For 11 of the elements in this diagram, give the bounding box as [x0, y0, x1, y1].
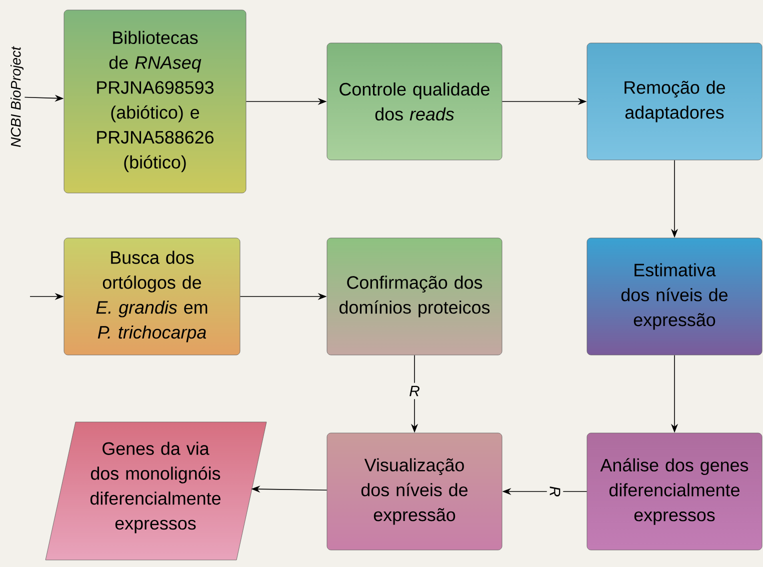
- process-box: Visualização dos níveis de expressão: [326, 432, 502, 550]
- source-label: NCBI BioProject: [10, 46, 24, 147]
- process-box: Busca dos ortólogos de E. grandis em P. trichocarpa: [64, 238, 240, 356]
- process-box: Remoção de adaptadores: [586, 42, 762, 160]
- process-box: Estimativa dos níveis de expressão: [586, 238, 762, 356]
- edge-label: R: [406, 382, 423, 400]
- process-box: Confirmação dos domínios proteicos: [326, 238, 502, 356]
- process-box: Análise dos genes diferencialmente expressos: [586, 432, 762, 550]
- process-box: Bibliotecas de RNAseq PRJNA698593 (abiótico) e PRJNA588626 (biótico): [64, 10, 246, 194]
- edge-label: R: [546, 483, 564, 500]
- process-box: Controle qualidade dos reads: [326, 42, 502, 160]
